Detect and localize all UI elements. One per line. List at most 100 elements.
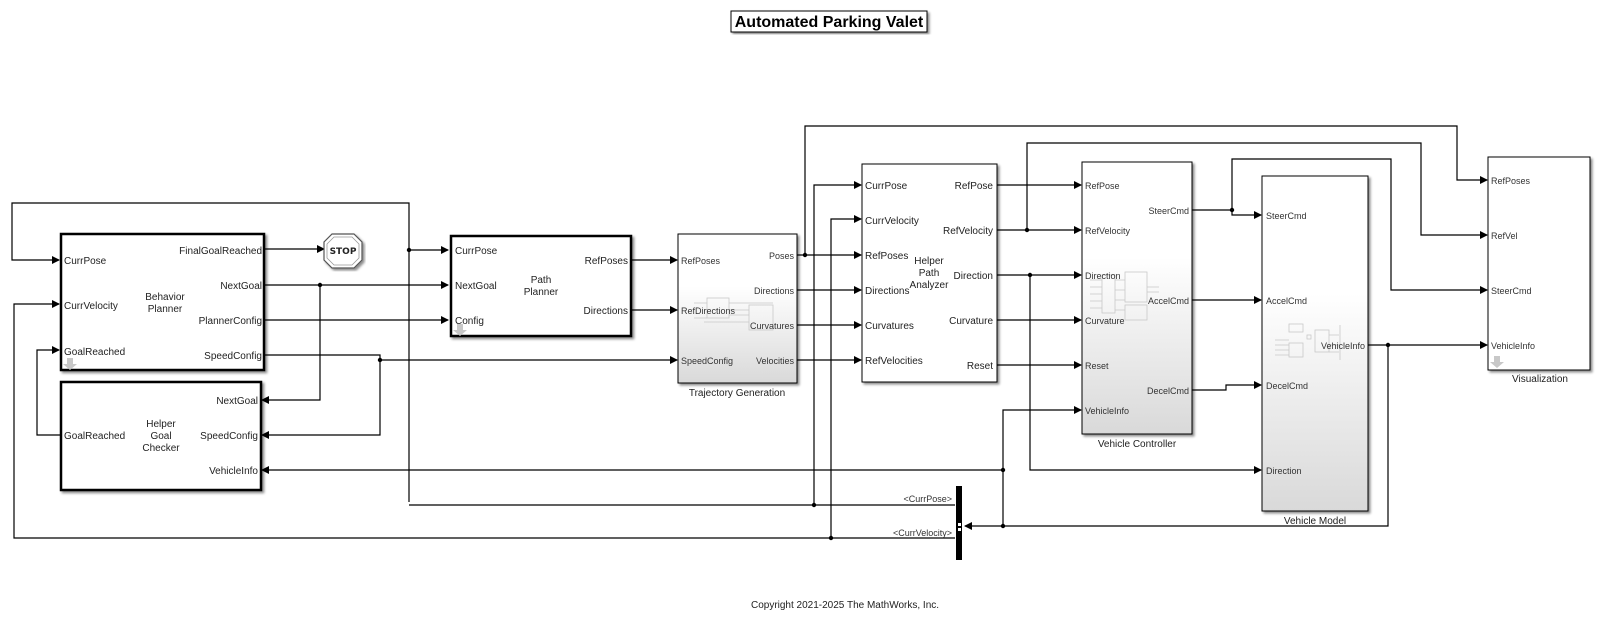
port-out-refvelocity: RefVelocity [943,226,993,237]
port-in-refposes: RefPoses [865,251,908,262]
wire-nextgoal-checker[interactable] [261,285,321,404]
signal-label-currvelocity: <CurrVelocity> [893,528,952,538]
path-planner-block[interactable]: Path Planner CurrPose NextGoal Config Re… [449,234,633,338]
port-in-speedconfig: SpeedConfig [681,356,733,366]
model-title: Automated Parking Valet [730,10,928,33]
visualization-block[interactable]: RefPoses RefVel SteerCmd VehicleInfo Vis… [1487,156,1591,385]
subsystem-preview-icon [1090,271,1159,321]
port-out-finalgoalreached: FinalGoalReached [179,246,262,257]
down-arrow-icon [1490,356,1504,368]
port-out-nextgoal: NextGoal [220,281,262,292]
wire-steercmd[interactable] [1191,209,1262,219]
trajectory-generation-block[interactable]: RefPoses RefDirections SpeedConfig Poses… [677,233,798,399]
block-name-line: Behavior [145,292,185,303]
vehicle-model-block[interactable]: SteerCmd AccelCmd DecelCmd Direction Veh… [1261,175,1369,527]
model-title-text: Automated Parking Valet [735,14,924,31]
block-name-line: Path [531,275,552,286]
bus-selector-block[interactable]: <CurrPose> <CurrVelocity> [893,486,962,560]
port-in-refdirections: RefDirections [681,306,736,316]
wire-speedconfig-checker[interactable] [261,360,381,439]
vehicle-controller-block[interactable]: RefPose RefVelocity Direction Curvature … [1081,161,1193,450]
wire-decelcmd[interactable] [1191,381,1262,391]
port-in-curvatures: Curvatures [865,321,914,332]
port-out-curvatures: Curvatures [750,321,795,331]
port-in-steercmd: SteerCmd [1491,286,1532,296]
stop-block[interactable]: STOP [323,233,363,269]
block-name-line: Helper [914,256,944,267]
block-name-line: Analyzer [910,280,950,291]
port-out-reset: Reset [967,361,993,372]
wire-currpose-behavior[interactable] [11,202,410,502]
port-in-currvelocity: CurrVelocity [865,216,919,227]
port-in-curvature: Curvature [1085,316,1125,326]
port-in-refvelocities: RefVelocities [865,356,923,367]
block-name-line: Planner [524,287,559,298]
port-out-refpose: RefPose [955,181,994,192]
port-in-steercmd: SteerCmd [1266,211,1307,221]
port-in-refposes: RefPoses [1491,176,1531,186]
port-in-currvelocity: CurrVelocity [64,301,118,312]
port-in-reset: Reset [1085,361,1109,371]
wire-vehicleinfo-controller[interactable] [1002,406,1082,470]
port-in-nextgoal: NextGoal [455,281,497,292]
port-in-currpose: CurrPose [865,181,908,192]
wire-refvelocity-visualization[interactable] [1026,142,1488,239]
block-caption: Vehicle Model [1284,516,1346,527]
port-in-currpose: CurrPose [455,246,498,257]
wire-vehicleinfo-bus[interactable] [964,345,1389,530]
subsystem-preview-icon [694,297,774,331]
block-caption: Visualization [1512,374,1568,385]
port-in-directions: Directions [865,286,909,297]
port-in-goalreached: GoalReached [64,347,125,358]
port-in-refvelocity: RefVelocity [1085,226,1131,236]
signal-label-currpose: <CurrPose> [903,494,952,504]
block-name-line: Planner [148,304,183,315]
stop-icon: STOP [330,247,357,257]
port-in-refpose: RefPose [1085,181,1120,191]
port-in-accelcmd: AccelCmd [1266,296,1307,306]
wire-steercmd-visualization[interactable] [1231,158,1488,294]
goal-checker-block[interactable]: Helper Goal Checker NextGoal SpeedConfig… [59,380,263,492]
block-caption: Vehicle Controller [1098,439,1177,450]
path-analyzer-block[interactable]: Helper Path Analyzer CurrPose CurrVeloci… [861,163,998,383]
port-out-poses: Poses [769,251,795,261]
copyright-text: Copyright 2021-2025 The MathWorks, Inc. [751,600,939,611]
port-in-speedconfig: SpeedConfig [200,431,258,442]
port-in-direction: Direction [1085,271,1121,281]
port-in-vehicleinfo: VehicleInfo [1085,406,1129,416]
block-name-line: Helper [146,419,176,430]
port-out-accelcmd: AccelCmd [1148,296,1189,306]
wire-speedconfig-traj[interactable] [264,354,678,364]
wire-currpose-analyzer[interactable] [813,181,862,505]
port-out-vehicleinfo: VehicleInfo [1321,341,1365,351]
port-in-refposes: RefPoses [681,256,721,266]
wire-currvelocity-behavior[interactable] [13,300,955,539]
port-out-directions: Directions [754,286,795,296]
branch-points [317,207,1391,541]
port-out-velocities: Velocities [756,356,795,366]
port-in-vehicleinfo: VehicleInfo [209,466,258,477]
port-in-config: Config [455,316,484,327]
port-out-refposes: RefPoses [585,256,628,267]
port-in-nextgoal: NextGoal [216,396,258,407]
port-out-plannerconfig: PlannerConfig [199,316,262,327]
port-in-currpose: CurrPose [64,256,107,267]
wire-direction-model[interactable] [1029,275,1262,474]
port-out-curvature: Curvature [949,316,993,327]
port-out-directions: Directions [584,306,628,317]
down-arrow-icon [63,358,77,370]
port-in-vehicleinfo: VehicleInfo [1491,341,1535,351]
port-in-direction: Direction [1266,466,1302,476]
wire-poses-visualization[interactable] [804,125,1488,255]
port-out-direction: Direction [954,271,993,282]
wire-currvelocity-analyzer[interactable] [830,215,862,538]
port-out-decelcmd: DecelCmd [1147,386,1189,396]
subsystem-preview-icon [1275,323,1341,360]
wire-goalreached[interactable] [36,346,61,436]
port-out-speedconfig: SpeedConfig [204,351,262,362]
behavior-planner-block[interactable]: Behavior Planner CurrPose CurrVelocity G… [59,232,266,372]
wire-vehicleinfo-checker[interactable] [261,466,1004,526]
port-in-refvel: RefVel [1491,231,1518,241]
port-out-steercmd: SteerCmd [1148,206,1189,216]
